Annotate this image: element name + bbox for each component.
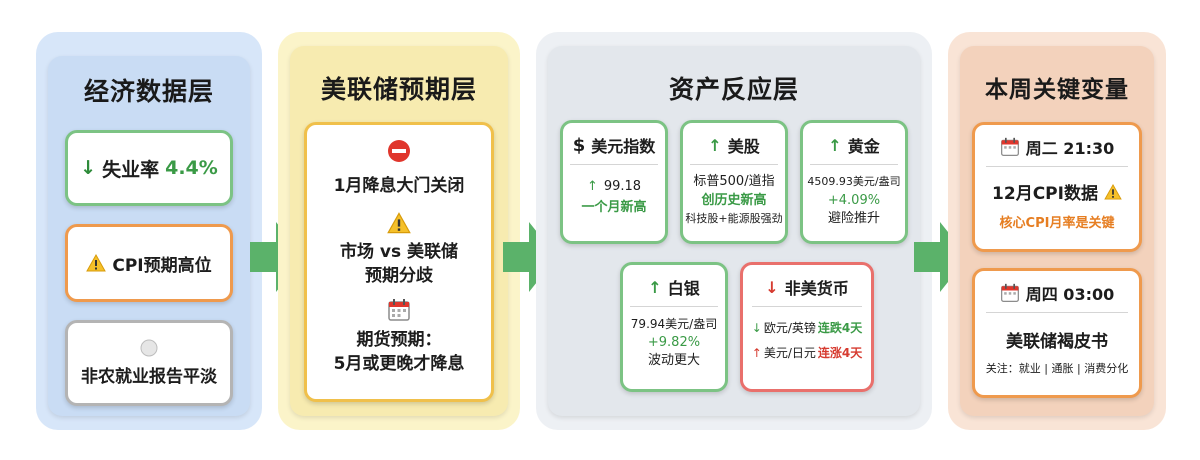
arrow-down-icon: ↓ [751, 320, 762, 335]
economic-data-column: 经济数据层 ↓ 失业率 4.4% CPI预期高位 非农就业报告平淡 [36, 32, 262, 430]
usd-jpy-trend: 连涨4天 [817, 346, 863, 360]
beige-book-event-name: 美联储褐皮书 [1006, 332, 1108, 352]
gold-change: +4.09% [827, 193, 881, 208]
calendar-icon [1000, 283, 1019, 302]
usd-index-value: 99.18 [603, 179, 642, 194]
cpi-expectation-label: CPI预期高位 [112, 255, 212, 276]
divider [810, 164, 898, 165]
asset-reaction-panel: 资产反应层 $ 美元指数 ↑ 99.18 一个月新高 ↑ 美股 标普500/道指… [548, 46, 920, 416]
divider [986, 166, 1128, 167]
usd-index-card: $ 美元指数 ↑ 99.18 一个月新高 [560, 120, 668, 244]
warning-icon [86, 254, 107, 272]
fed-item-futures-line1: 期货预期： [356, 330, 442, 350]
key-variables-panel: 本周关键变量 周二 21:30 12月CPI数据 核心CPI月率是关键 周四 0… [960, 46, 1154, 416]
beige-book-event-time: 周四 03:00 [1025, 285, 1115, 304]
divider [986, 312, 1128, 313]
arrow-up-icon: ↑ [708, 135, 722, 155]
usd-jpy-pair: 美元/日元 [763, 346, 816, 360]
unemployment-label: 失业率 [102, 158, 160, 181]
gold-name: 黄金 [847, 137, 880, 156]
silver-change: +9.82% [647, 335, 701, 350]
non-usd-currency-name: 非美货币 [784, 279, 849, 298]
asset-reaction-column: 资产反应层 $ 美元指数 ↑ 99.18 一个月新高 ↑ 美股 标普500/道指… [536, 32, 932, 430]
cpi-event-time: 周二 21:30 [1025, 139, 1115, 158]
gold-note: 避险推升 [827, 211, 880, 226]
cpi-expectation-card: CPI预期高位 [65, 224, 233, 302]
fed-expectation-column: 美联储预期层 1月降息大门关闭 市场 vs 美联储 预期分歧 期货预期： 5月或… [278, 32, 520, 430]
eur-gbp-pair: 欧元/英镑 [763, 321, 816, 335]
economic-data-title: 经济数据层 [83, 77, 214, 106]
us-stocks-name: 美股 [727, 137, 760, 156]
us-stocks-card: ↑ 美股 标普500/道指 创历史新高 科技股+能源股强劲 [680, 120, 788, 244]
flow-arrow-1-icon [250, 222, 304, 292]
no-entry-icon [388, 140, 410, 162]
silver-note: 波动更大 [647, 353, 700, 368]
non-usd-currency-card: ↓ 非美货币 ↓ 欧元/英镑 连跌4天 ↑ 美元/日元 连涨4天 [740, 262, 874, 392]
silver-price: 79.94美元/盎司 [630, 317, 718, 331]
nonfarm-label: 非农就业报告平淡 [81, 367, 217, 387]
beige-book-event-card: 周四 03:00 美联储褐皮书 关注：就业 | 通胀 | 消费分化 [972, 268, 1142, 398]
key-variables-column: 本周关键变量 周二 21:30 12月CPI数据 核心CPI月率是关键 周四 0… [948, 32, 1166, 430]
usd-index-note: 一个月新高 [581, 200, 647, 215]
neutral-circle-icon [140, 339, 158, 357]
divider [690, 164, 778, 165]
silver-card: ↑ 白银 79.94美元/盎司 +9.82% 波动更大 [620, 262, 728, 392]
flow-arrow-2-icon [503, 222, 557, 292]
arrow-up-icon: ↑ [751, 345, 762, 360]
fed-expectation-panel: 美联储预期层 1月降息大门关闭 市场 vs 美联储 预期分歧 期货预期： 5月或… [290, 46, 508, 416]
cpi-event-note: 核心CPI月率是关键 [999, 216, 1115, 231]
us-stocks-record: 创历史新高 [701, 193, 767, 208]
gold-price: 4509.93美元/盎司 [807, 175, 901, 188]
arrow-down-icon: ↓ [80, 157, 97, 179]
dollar-icon: $ [572, 134, 586, 156]
fed-expectation-title: 美联储预期层 [320, 75, 477, 104]
unemployment-card: ↓ 失业率 4.4% [65, 130, 233, 206]
arrow-up-icon: ↑ [586, 179, 598, 194]
fed-item-rate-cut-closed: 1月降息大门关闭 [333, 176, 465, 196]
divider [630, 306, 718, 307]
fed-expectation-card: 1月降息大门关闭 市场 vs 美联储 预期分歧 期货预期： 5月或更晚才降息 [304, 122, 494, 402]
cpi-event-card: 周二 21:30 12月CPI数据 核心CPI月率是关键 [972, 122, 1142, 252]
fed-item-divergence-line2: 预期分歧 [365, 266, 433, 286]
calendar-icon [1000, 137, 1019, 156]
us-stocks-indexes: 标普500/道指 [693, 174, 775, 189]
asset-reaction-title: 资产反应层 [668, 75, 799, 104]
divider [751, 306, 863, 307]
gold-card: ↑ 黄金 4509.93美元/盎司 +4.09% 避险推升 [800, 120, 908, 244]
arrow-down-icon: ↓ [765, 277, 779, 297]
warning-icon [1104, 183, 1122, 200]
economic-data-panel: 经济数据层 ↓ 失业率 4.4% CPI预期高位 非农就业报告平淡 [48, 56, 250, 416]
fed-item-divergence-line1: 市场 vs 美联储 [339, 242, 459, 262]
arrow-up-icon: ↑ [828, 135, 842, 155]
us-stocks-sectors: 科技股+能源股强劲 [685, 212, 783, 225]
cpi-event-name: 12月CPI数据 [992, 184, 1098, 204]
eur-gbp-trend: 连跌4天 [817, 321, 863, 335]
unemployment-value: 4.4% [165, 157, 218, 179]
key-variables-title: 本周关键变量 [985, 77, 1129, 103]
warning-icon [387, 212, 411, 234]
usd-index-name: 美元指数 [591, 137, 656, 156]
fed-item-futures-line2: 5月或更晚才降息 [333, 354, 465, 374]
silver-name: 白银 [667, 279, 700, 298]
divider [570, 164, 658, 165]
calendar-icon [388, 299, 410, 321]
arrow-up-icon: ↑ [648, 277, 662, 297]
flow-arrow-3-icon [914, 222, 968, 292]
nonfarm-card: 非农就业报告平淡 [65, 320, 233, 406]
beige-book-event-note: 关注：就业 | 通胀 | 消费分化 [985, 362, 1129, 375]
